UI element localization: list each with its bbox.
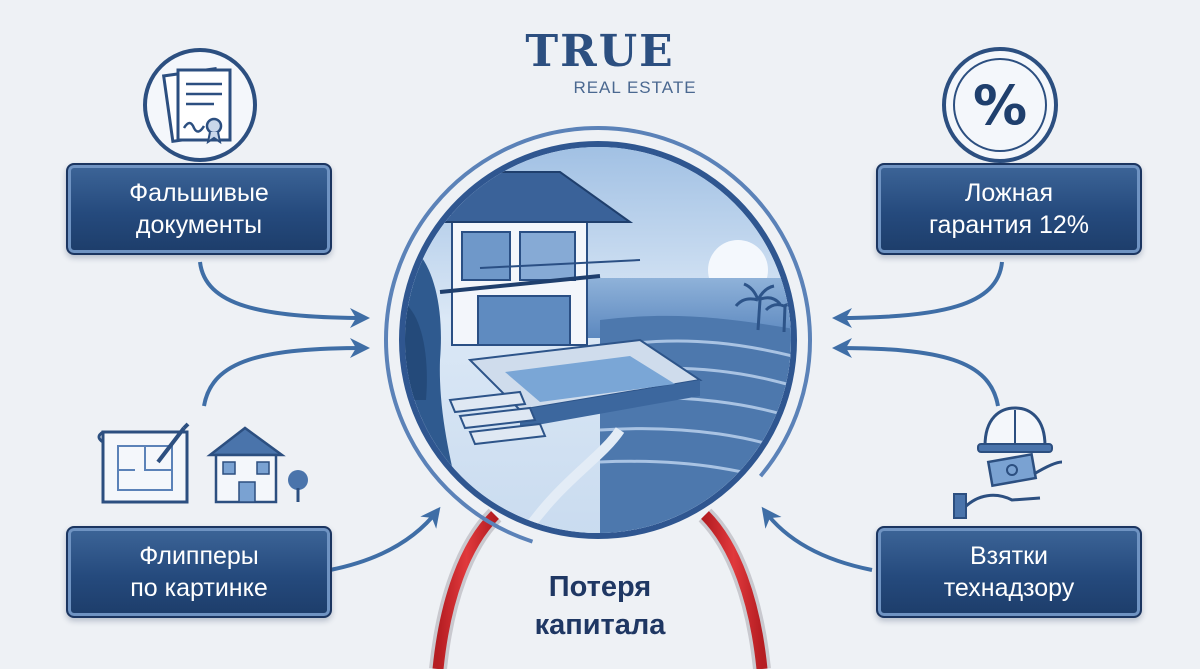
risk-bribes: Взятки технадзору [876,526,1142,618]
arrow-top-left [198,261,370,328]
arrow-mid-right [832,338,1000,407]
brand-subtitle: REAL ESTATE [573,78,697,97]
svg-text:%: % [973,74,1027,137]
percent-icon: % [942,47,1058,163]
capital-loss-label: Потеря капитала [534,571,666,641]
risk-false-guarantee: Ложная гарантия 12% [876,163,1142,255]
hardhat-bribe-icon [953,406,1063,519]
villa-illustration [399,141,797,539]
risk-flippers-label: Флипперы по картинке [130,542,268,602]
document-certificate-icon [143,48,257,162]
risk-flippers: Флипперы по картинке [66,526,332,618]
risk-fake-documents: Фальшивые документы [66,163,332,255]
brand-logo: TRUE REAL ESTATE [440,28,760,98]
risk-fake-documents-label: Фальшивые документы [129,179,269,239]
arrow-bottom-right [761,506,873,572]
arrow-bottom-left [329,506,441,572]
arrow-mid-left [202,338,370,407]
blueprint-house-icon [97,422,308,504]
risk-bribes-label: Взятки технадзору [943,542,1075,602]
risk-false-guarantee-label: Ложная гарантия 12% [928,179,1090,239]
arrow-top-right [832,261,1004,328]
brand-title: TRUE [525,26,675,77]
outer-ring [384,126,812,554]
loss-arcs [429,508,771,669]
